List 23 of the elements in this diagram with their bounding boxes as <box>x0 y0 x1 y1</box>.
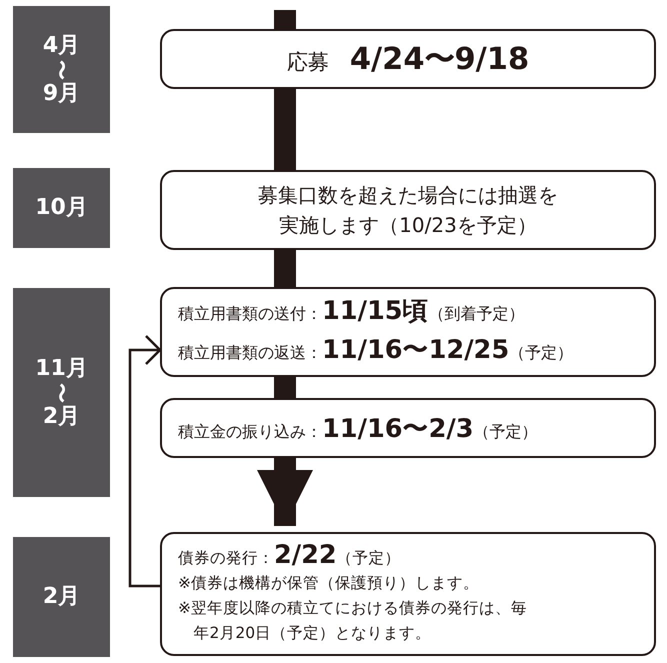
month-label <box>13 288 110 497</box>
month-text: 10月 <box>35 195 88 221</box>
note-text: ※翌年度以降の積立てにおける債券の発行は、毎年2月20日（予定）となります。 <box>178 598 528 644</box>
month-text: 2月 <box>42 584 80 610</box>
month-label <box>13 6 110 133</box>
step-text: 応募 4/24〜9/18 <box>286 40 530 78</box>
step-box <box>160 170 656 250</box>
note-text: ※債券は機構が保管（保護預り）します。 <box>178 572 480 594</box>
step-text: 募集口数を超えた場合には抽選を実施します（10/23を予定） <box>257 182 559 239</box>
arrow <box>128 334 162 588</box>
step-text: 積立用書類の返送：11/16〜12/25（予定） <box>178 334 574 367</box>
step-text: 積立用書類の送付：11/15頃（到着予定） <box>178 295 526 328</box>
step-box <box>160 398 656 458</box>
step-box <box>160 287 656 377</box>
month-text: 11月〜2月 <box>35 356 88 430</box>
step-text: 積立金の振り込み：11/16〜2/3（予定） <box>178 412 539 446</box>
month-label <box>13 168 110 248</box>
timeline-arrow <box>257 458 313 526</box>
month-label <box>13 537 110 657</box>
step-box <box>160 532 656 656</box>
step-box <box>160 29 656 89</box>
month-text: 4月〜9月 <box>42 32 80 106</box>
step-text: 債券の発行：2/22（予定） <box>178 542 402 570</box>
